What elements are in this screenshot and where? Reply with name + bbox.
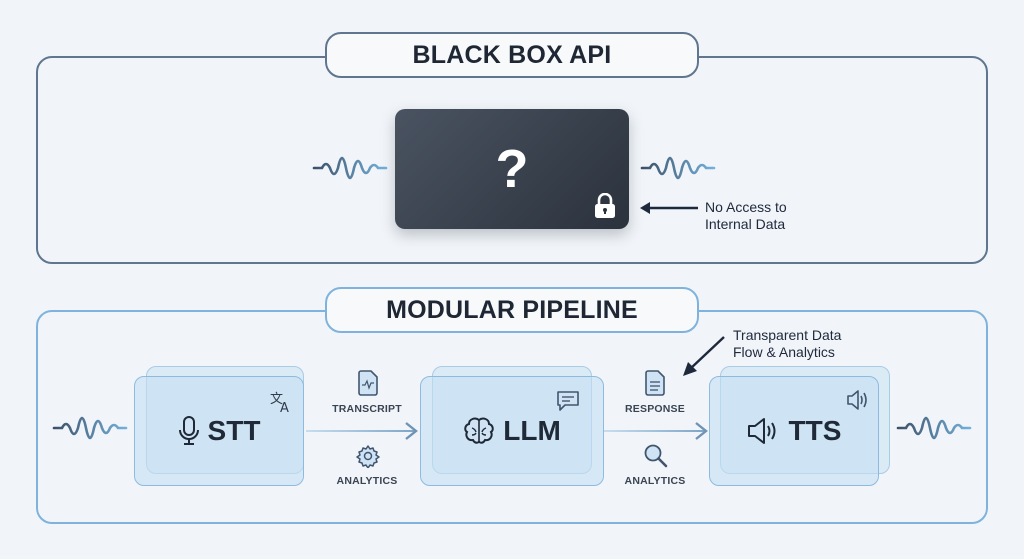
microphone-icon bbox=[178, 416, 199, 445]
note-line-1: No Access to bbox=[705, 199, 787, 215]
gear-icon bbox=[356, 445, 380, 468]
response-label: RESPONSE bbox=[625, 403, 685, 415]
black-box: ? bbox=[395, 109, 629, 229]
input-waveform-icon bbox=[312, 156, 388, 180]
annotation-line-1: Transparent Data bbox=[733, 327, 842, 343]
flow-line-stt-llm bbox=[306, 430, 414, 432]
arrow-head-icon bbox=[405, 422, 418, 440]
modular-pipeline-title: MODULAR PIPELINE bbox=[325, 287, 699, 333]
translate-icon: 文 A bbox=[270, 392, 289, 413]
svg-text:A: A bbox=[280, 401, 289, 413]
speaker-icon bbox=[747, 418, 776, 444]
chat-bubble-icon bbox=[557, 391, 579, 411]
flow-line-llm-tts bbox=[604, 430, 704, 432]
lock-icon bbox=[595, 193, 615, 218]
note-line-2: Internal Data bbox=[705, 216, 786, 232]
annotation-arrow-icon bbox=[683, 336, 725, 376]
stt-card: STT bbox=[134, 376, 304, 486]
black-box-title: BLACK BOX API bbox=[325, 32, 699, 78]
document-icon bbox=[645, 370, 665, 396]
transparent-data-annotation: Transparent Data Flow & Analytics bbox=[733, 327, 841, 361]
output-waveform-icon bbox=[640, 156, 716, 180]
arrow-head-icon bbox=[695, 422, 708, 440]
stt-label: STT bbox=[207, 415, 261, 446]
annotation-line-2: Flow & Analytics bbox=[733, 344, 835, 360]
question-mark: ? bbox=[495, 139, 529, 199]
pointer-arrow-icon bbox=[640, 202, 698, 214]
tts-label: TTS bbox=[788, 415, 842, 446]
analytics-label-2: ANALYTICS bbox=[624, 475, 686, 487]
transcript-label: TRANSCRIPT bbox=[332, 403, 402, 415]
pipeline-output-waveform-icon bbox=[896, 416, 972, 440]
svg-text:文: 文 bbox=[270, 392, 283, 407]
brain-icon bbox=[464, 417, 494, 444]
pipeline-input-waveform-icon bbox=[52, 416, 128, 440]
speaker-corner-icon bbox=[847, 390, 867, 410]
magnifier-icon bbox=[644, 444, 668, 468]
audio-file-icon bbox=[358, 370, 378, 396]
analytics-label-1: ANALYTICS bbox=[336, 475, 398, 487]
tts-card: TTS bbox=[709, 376, 879, 486]
llm-label: LLM bbox=[503, 415, 561, 446]
no-access-note: No Access to Internal Data bbox=[705, 199, 787, 233]
